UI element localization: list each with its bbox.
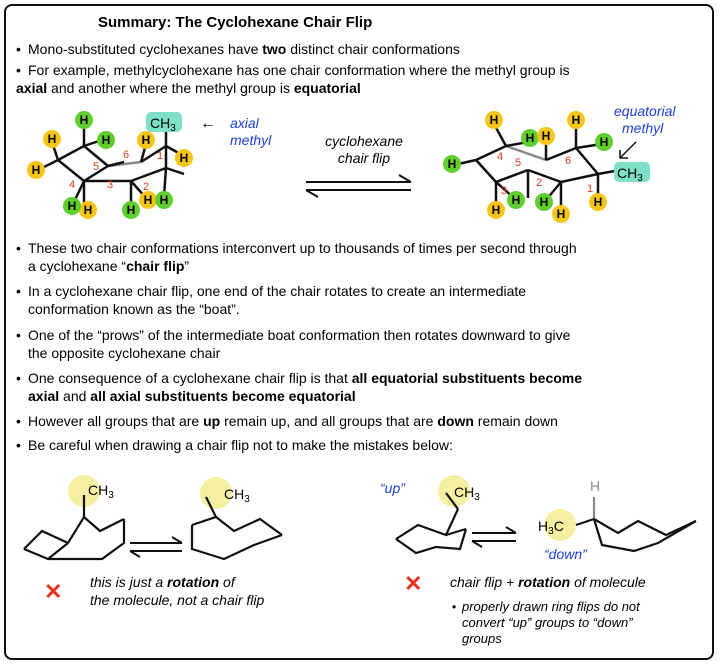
- svg-text:H: H: [594, 195, 603, 209]
- right-note-line-1: properly drawn ring flips do not: [461, 599, 641, 614]
- equatorial-label-methyl: methyl: [622, 120, 664, 136]
- svg-text:H: H: [32, 163, 41, 177]
- equatorial-methyl-highlight: [614, 162, 650, 182]
- svg-text:chair flip: chair flip: [338, 150, 390, 166]
- summary-panel: Summary: The Cyclohexane Chair Flip •Mon…: [4, 4, 714, 660]
- right-methyl-glow: [438, 475, 470, 507]
- bullet-up-down: •However all groups that are up remain u…: [16, 413, 558, 429]
- svg-text:H: H: [540, 195, 549, 209]
- svg-text:H: H: [144, 193, 153, 207]
- svg-text:H: H: [492, 203, 501, 217]
- bullet-prows: •One of the “prows” of the intermediate …: [16, 327, 571, 361]
- left-methyl-2: CH3: [224, 486, 250, 505]
- svg-text:6: 6: [565, 155, 571, 167]
- bullet-boat: •In a cyclohexane chair flip, one end of…: [16, 283, 527, 317]
- bullet-interconvert: •These two chair conformations interconv…: [16, 240, 577, 274]
- left-x-mark: ✕: [44, 579, 62, 604]
- equilibrium-arrows: cyclohexane chair flip: [305, 133, 412, 198]
- right-note-line-2: convert “up” groups to “down”: [462, 615, 633, 630]
- svg-text:5: 5: [515, 157, 521, 169]
- page-title: Summary: The Cyclohexane Chair Flip: [98, 14, 373, 31]
- axial-label-methyl: methyl: [230, 132, 272, 148]
- right-note-line-3: groups: [462, 631, 502, 646]
- equatorial-methyl-group: CH3: [617, 165, 643, 184]
- right-equilibrium-arrows: [471, 526, 517, 548]
- axial-methyl-highlight: [146, 112, 182, 132]
- right-h3c-glow: [544, 509, 576, 541]
- axial-label: axial: [230, 115, 260, 131]
- svg-text:H: H: [80, 113, 89, 127]
- svg-text:3: 3: [501, 185, 507, 197]
- left-chair-2: [190, 496, 283, 561]
- svg-text:H: H: [526, 131, 535, 145]
- svg-text:H: H: [142, 133, 151, 147]
- axial-arrow: ←: [200, 115, 216, 132]
- svg-text:H: H: [490, 113, 499, 127]
- right-h3c-group: H3C: [538, 518, 564, 537]
- svg-text:H: H: [448, 157, 457, 171]
- bullet-example-methylcyclohexane: •For example, methylcyclohexane has one …: [16, 62, 570, 96]
- svg-text:•: •: [452, 600, 456, 614]
- left-methyl-glow-1: [68, 475, 100, 507]
- left-hydrogens: H H H H H H H H H H H: [27, 111, 193, 219]
- svg-text:5: 5: [93, 161, 99, 173]
- svg-text:1: 1: [157, 150, 163, 162]
- mistakes-diagram: CH3 CH3 ✕ this is just a rotation of the…: [23, 475, 697, 646]
- svg-text:4: 4: [497, 151, 503, 163]
- svg-text:H: H: [600, 135, 609, 149]
- right-chair-2: [575, 497, 697, 553]
- equatorial-pointer: [619, 141, 637, 159]
- svg-text:3: 3: [107, 179, 113, 191]
- svg-text:4: 4: [69, 179, 75, 191]
- svg-text:H: H: [572, 113, 581, 127]
- left-caption-line-2: the molecule, not a chair flip: [90, 592, 265, 608]
- left-equilibrium-arrows: [129, 536, 183, 558]
- right-chair-1: [395, 492, 468, 555]
- down-label: “down”: [544, 546, 588, 562]
- bullet-consequence: •One consequence of a cyclohexane chair …: [16, 370, 583, 404]
- bullet-two-conformations: •Mono-substituted cyclohexanes have two …: [16, 41, 460, 57]
- left-chair-1: [23, 495, 126, 561]
- svg-text:H: H: [84, 203, 93, 217]
- chair-flip-diagram: CH3 H H H H H H H H H H H 1 2 3 4 5 6 ← …: [27, 103, 676, 223]
- right-h-atom: H: [590, 478, 600, 494]
- svg-text:2: 2: [143, 181, 149, 193]
- bullet-mistakes: •Be careful when drawing a chair flip no…: [16, 437, 453, 453]
- svg-text:H: H: [512, 193, 521, 207]
- svg-text:2: 2: [536, 177, 542, 189]
- right-caption: chair flip + rotation of molecule: [450, 574, 646, 590]
- right-carbon-numbers: 1 2 3 4 5 6: [497, 151, 593, 197]
- left-carbon-numbers: 1 2 3 4 5 6: [69, 149, 163, 193]
- svg-text:H: H: [542, 129, 551, 143]
- right-hydrogens: H H H H H H H H H H H: [443, 111, 613, 223]
- svg-text:H: H: [68, 199, 77, 213]
- up-label: “up”: [380, 480, 406, 496]
- svg-text:H: H: [180, 151, 189, 165]
- left-methyl-1: CH3: [88, 482, 114, 501]
- svg-text:cyclohexane: cyclohexane: [325, 133, 403, 149]
- svg-text:H: H: [102, 133, 111, 147]
- svg-text:6: 6: [123, 149, 129, 161]
- right-x-mark: ✕: [404, 571, 422, 596]
- svg-text:1: 1: [587, 183, 593, 195]
- svg-text:H: H: [127, 203, 136, 217]
- svg-text:H: H: [48, 132, 57, 146]
- left-caption-line-1: this is just a rotation of: [90, 574, 237, 590]
- equatorial-label: equatorial: [614, 103, 676, 119]
- axial-methyl-group: CH3: [150, 115, 176, 134]
- right-methyl-1: CH3: [454, 484, 480, 503]
- svg-text:H: H: [160, 193, 169, 207]
- svg-text:H: H: [557, 207, 566, 221]
